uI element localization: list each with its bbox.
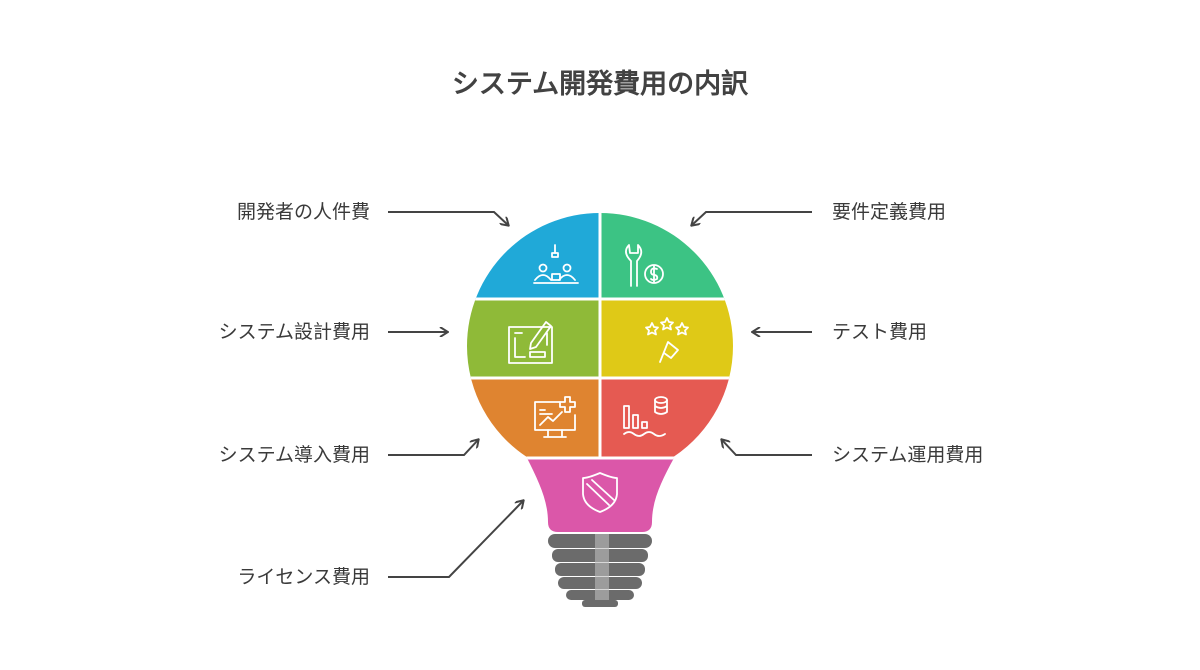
stars-flag-icon — [645, 317, 689, 363]
bulb-base — [548, 534, 652, 607]
wrench-dollar-icon — [625, 244, 664, 287]
arrow-license — [388, 501, 523, 578]
segment-license — [467, 458, 733, 532]
label-requirements: 要件定義費用 — [832, 201, 947, 223]
arrow-deployment — [388, 440, 478, 456]
segment-requirements — [600, 213, 733, 299]
segment-developer-labor — [467, 213, 600, 299]
segment-deployment — [467, 378, 600, 458]
label-system-design: システム設計費用 — [218, 321, 370, 343]
label-testing: テスト費用 — [832, 321, 928, 343]
arrow-developer-labor — [388, 211, 508, 225]
label-deployment: システム導入費用 — [218, 444, 370, 466]
label-license: ライセンス費用 — [237, 566, 370, 588]
blueprint-pencil-icon — [508, 321, 553, 364]
segment-system-design — [467, 299, 600, 378]
arrow-requirements — [692, 211, 812, 225]
label-developer-labor: 開発者の人件費 — [236, 201, 370, 223]
label-operations: システム運用費用 — [832, 444, 984, 466]
segment-operations — [600, 378, 733, 458]
segment-testing — [600, 299, 733, 378]
team-meeting-icon — [533, 244, 579, 284]
diagram-title: システム開発費用の内訳 — [451, 69, 749, 100]
monitor-growth-icon — [534, 396, 576, 438]
shield-icon — [582, 472, 618, 513]
arrow-operations — [722, 440, 812, 456]
chart-database-icon — [623, 396, 668, 437]
